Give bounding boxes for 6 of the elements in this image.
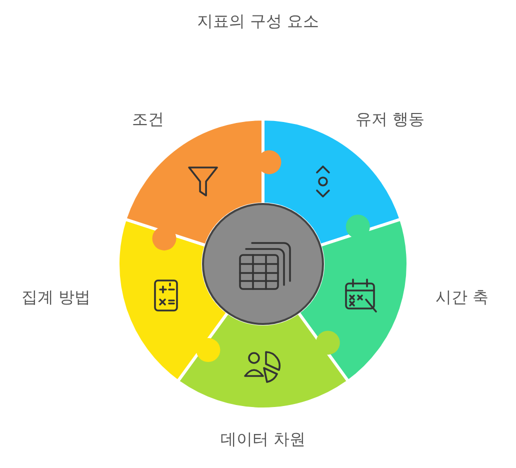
segment-label: 유저 행동 — [355, 110, 425, 130]
segment-label: 집계 방법 — [21, 288, 91, 308]
title: 지표의 구성 요소 — [196, 12, 320, 32]
segment-label: 조건 — [132, 110, 164, 130]
segment-label: 시간 축 — [435, 288, 489, 308]
segment-label: 데이터 차원 — [220, 430, 306, 450]
